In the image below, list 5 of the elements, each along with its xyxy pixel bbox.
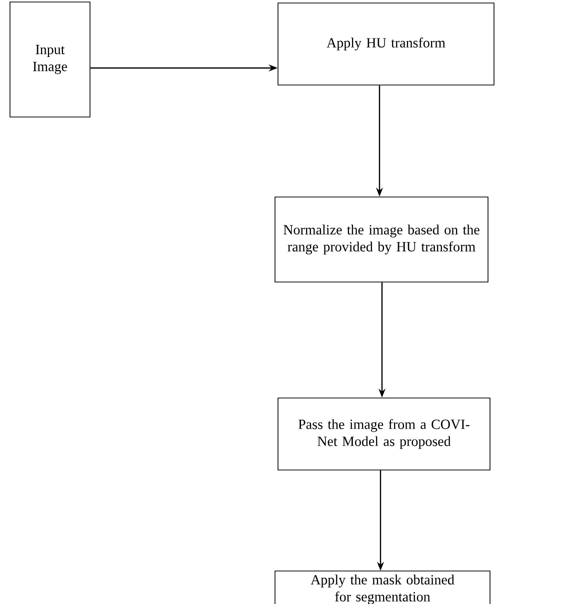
process-box: Apply HU transform: [278, 2, 494, 86]
process-box: Normalize the image based on the range provided by HU transform: [274, 196, 488, 282]
process-box: Input Image: [10, 2, 90, 118]
process-box: Apply the mask obtained for segmentation: [274, 570, 490, 604]
process-box: Pass the image from a COVI-Net Model as proposed: [278, 398, 490, 470]
